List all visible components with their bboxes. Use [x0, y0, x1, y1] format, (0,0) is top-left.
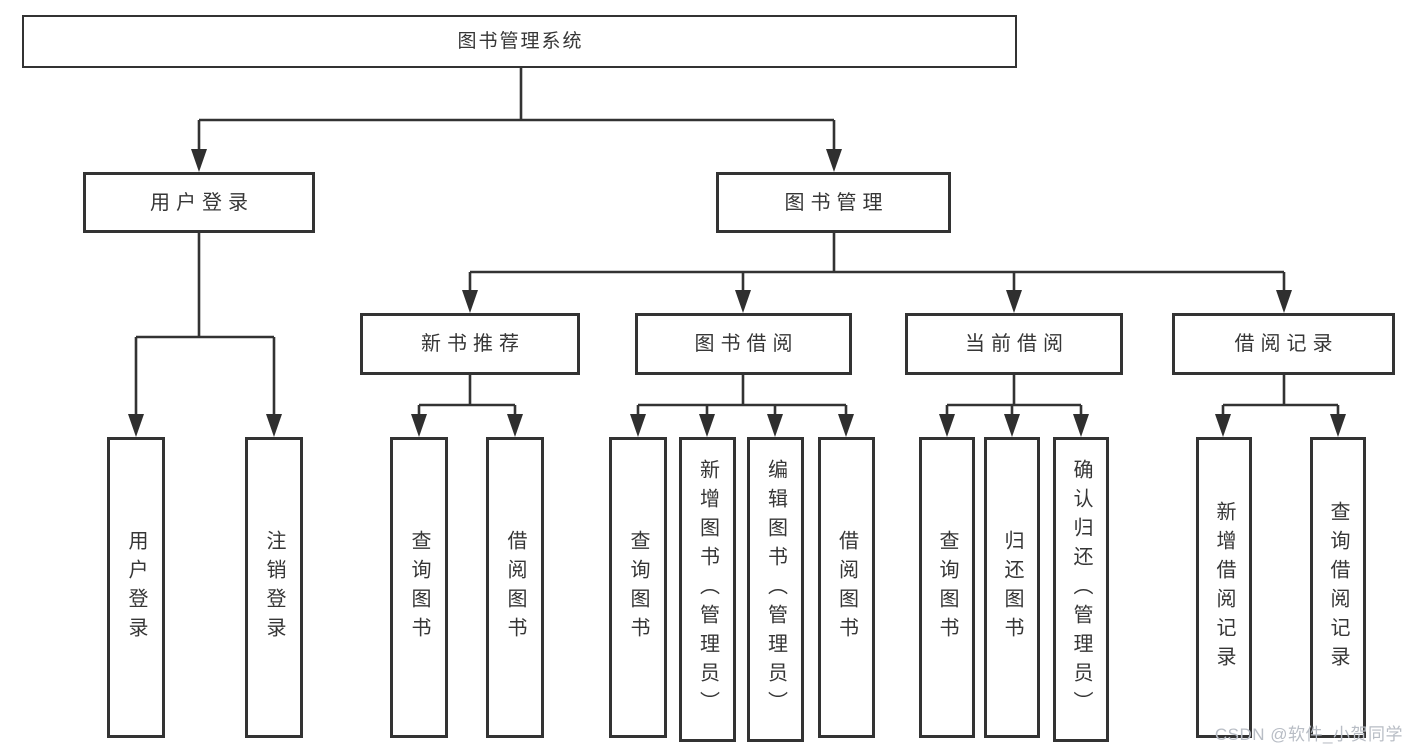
leaf-cb-return-book: 归还图书	[984, 437, 1040, 738]
leaf-br-add-record: 新增借阅记录	[1196, 437, 1252, 738]
watermark: CSDN @软件_小贺同学	[1214, 725, 1403, 744]
leaf-cb-confirm-return-admin: 确认归还（管理员）	[1053, 437, 1109, 742]
leaf-cb-query-book: 查询图书	[919, 437, 975, 738]
node-borrow-record: 借阅记录	[1172, 313, 1395, 375]
leaf-bb-query-book: 查询图书	[609, 437, 667, 738]
node-user-login: 用户登录	[83, 172, 315, 233]
leaf-bb-edit-book-admin: 编辑图书（管理员）	[747, 437, 804, 742]
leaf-bb-borrow-book: 借阅图书	[818, 437, 875, 738]
leaf-nb-borrow-book: 借阅图书	[486, 437, 544, 738]
node-current-borrow: 当前借阅	[905, 313, 1123, 375]
leaf-nb-query-book: 查询图书	[390, 437, 448, 738]
leaf-user-login: 用户登录	[107, 437, 165, 738]
leaf-bb-add-book-admin: 新增图书（管理员）	[679, 437, 736, 742]
node-root-system: 图书管理系统	[22, 15, 1017, 68]
leaf-logout: 注销登录	[245, 437, 303, 738]
node-new-book-recommend: 新书推荐	[360, 313, 580, 375]
node-book-management: 图书管理	[716, 172, 951, 233]
node-book-borrow: 图书借阅	[635, 313, 852, 375]
leaf-br-query-record: 查询借阅记录	[1310, 437, 1366, 738]
